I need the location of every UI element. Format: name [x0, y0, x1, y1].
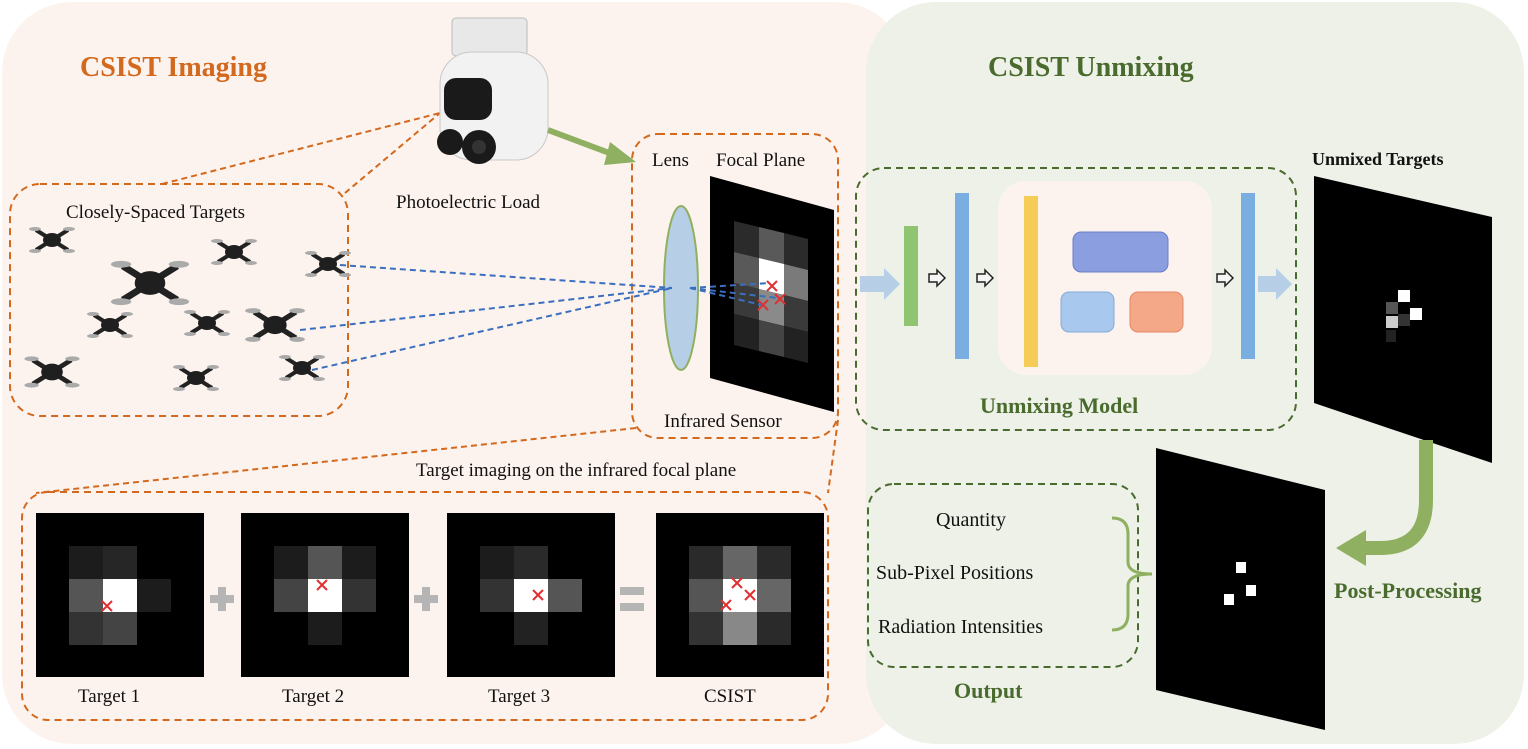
output-label: Output — [954, 678, 1023, 703]
target-3-label: Target 3 — [488, 686, 550, 707]
targets-label: Closely-Spaced Targets — [66, 202, 245, 223]
lens-label: Lens — [652, 150, 689, 171]
targets-box — [9, 183, 349, 417]
output-sub-pixel-positions: Sub-Pixel Positions — [876, 562, 1033, 584]
target-imaging-caption: Target imaging on the infrared focal pla… — [416, 460, 736, 481]
target-3-image — [447, 513, 615, 677]
unmixing-title: CSIST Unmixing — [988, 52, 1194, 83]
imaging-title: CSIST Imaging — [80, 52, 267, 83]
target-1-label: Target 1 — [78, 686, 140, 707]
photoelectric-load-icon — [437, 17, 549, 164]
csist-image — [656, 513, 824, 677]
input-arrow-icon — [860, 268, 900, 300]
model-layer-green — [904, 226, 918, 326]
target-2-label: Target 2 — [282, 686, 344, 707]
optical-rays — [299, 264, 779, 371]
output-quantity: Quantity — [936, 509, 1006, 531]
focal-plane-label: Focal Plane — [716, 150, 805, 171]
output-radiation-intensities: Radiation Intensities — [878, 616, 1043, 638]
post-processing-label: Post-Processing — [1334, 578, 1481, 603]
unmixed-targets-label: Unmixed Targets — [1312, 149, 1444, 169]
output-brace — [1111, 516, 1153, 632]
model-layer-blue-out — [1241, 193, 1255, 359]
output-arrow-icon — [1258, 268, 1292, 300]
target-2-image — [241, 513, 409, 677]
target-imaging-box — [21, 491, 829, 721]
infrared-sensor-label: Infrared Sensor — [664, 411, 782, 432]
model-block-blue — [1060, 291, 1115, 333]
post-processed-image — [1156, 448, 1325, 730]
unmixing-model-label: Unmixing Model — [980, 393, 1138, 418]
model-block-orange — [1129, 291, 1184, 333]
unmixing-model-box — [855, 167, 1297, 431]
csist-label: CSIST — [704, 686, 756, 707]
post-processing-arrow — [1362, 440, 1433, 555]
focal-plane-image — [710, 176, 834, 412]
equals-icon — [620, 587, 644, 611]
model-block-purple — [1072, 231, 1169, 273]
model-layer-yellow — [1024, 196, 1038, 367]
model-layer-blue — [955, 193, 969, 359]
unmixed-targets-image — [1314, 176, 1492, 463]
target-1-image — [36, 513, 204, 677]
photoelectric-load-label: Photoelectric Load — [396, 192, 541, 213]
